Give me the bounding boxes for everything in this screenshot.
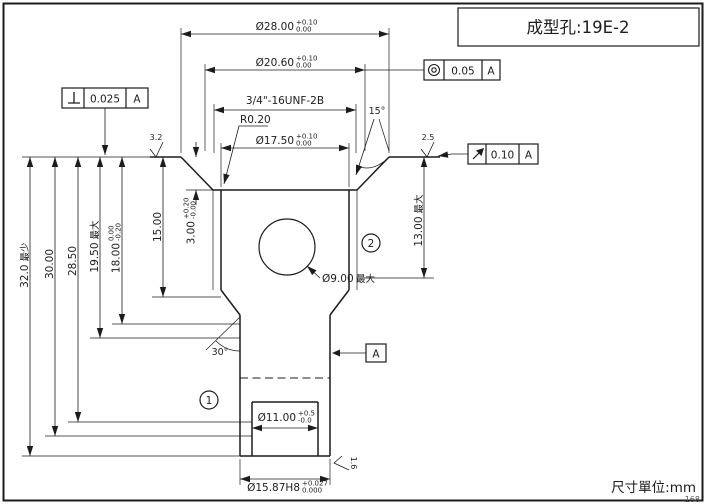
angle30-arc [215,340,241,352]
dim-v30: 30.00 [44,249,56,279]
dim-v18-label: 18.00 [111,243,123,273]
thread-lines [212,190,358,290]
dim-d175-label: Ø17.50 [256,135,294,147]
dim-v13-suffix: 最大 [413,194,425,214]
surface-finish-top-right: 2.5 [420,133,435,158]
dim-v30-label: 30.00 [44,249,56,279]
concentricity-icon [427,63,441,77]
dim-thread-label: 3/4"-16UNF-2B [246,95,324,107]
ball-dia-leader [306,265,321,279]
units-label: 尺寸單位:mm [611,480,696,496]
dim-radius-label: R0.20 [240,114,271,126]
dim-d11-tol-upper: +0.5 [298,410,315,418]
radius-leader [223,125,268,185]
angle15-line [355,118,375,176]
datum-flag-label: A [372,349,380,361]
dim-d175-tol-lower: 0.00 [296,140,312,148]
page-title: 成型孔:19E-2 [527,18,630,37]
angle-15-label: 15° [369,106,386,117]
dim-v195-suffix: 最大 [89,220,101,240]
angle-30-label: 30° [212,347,229,358]
runout-leader [437,151,468,158]
perpendicularity-icon [68,92,80,104]
surface-finish-bottom-value: 1.6 [349,457,358,470]
fcf-concentricity-datum: A [487,66,495,78]
dim-v3-label: 3.00 [186,221,198,244]
surface-finish-top-right-value: 2.5 [422,133,435,142]
dim-v13: 13.00 最大 [413,194,425,247]
ball-circle [258,218,316,276]
fcf-runout-value: 0.10 [491,150,514,162]
dim-d175-tol-upper: +0.10 [296,133,317,141]
dim-v13-label: 13.00 [413,217,425,247]
surface-finish-bottom: 1.6 [333,455,358,471]
leader-lines [101,108,468,352]
fcf-concentricity: 0.05 A [423,59,501,81]
fcf-perpendicularity: 0.025 A [61,87,149,109]
corner-note: 168 [685,495,700,504]
extension-lines [22,28,434,485]
dim-d28-tol-upper: +0.10 [296,19,317,27]
dim-d206-tol-upper: +0.10 [296,55,317,63]
angle30-line [205,316,241,351]
fcf-perpendicularity-value: 0.025 [90,94,120,106]
dimension-lines [26,30,428,483]
fcf-runout-datum: A [525,150,533,162]
angle15-arc [357,159,387,169]
callout-1-number: 1 [206,395,213,407]
runout-icon [472,148,484,160]
callout-2: 2 [361,233,381,253]
dim-d1587-tol-lower: 0.000 [302,487,322,495]
title-block-box [457,7,700,47]
dim-v18-tol-lower: -0.20 [115,223,123,241]
dim-v18-tol-upper: 0.00 [108,225,116,241]
fcf-perpendicularity-datum: A [133,94,141,106]
fcf-runout: 0.10 A [467,143,539,165]
dim-v15: 15.00 [152,212,164,242]
dim-v32-label: 32.0 [19,265,31,288]
callout-2-number: 2 [368,238,375,250]
roughness-icon [333,455,350,471]
dim-d11-label: Ø11.00 [258,412,296,424]
dim-d206-label: Ø20.60 [256,57,294,69]
dim-v285: 28.50 [67,246,79,276]
dim-v195: 19.50 最大 [89,220,101,273]
dim-d1587-label: Ø15.87H8 [247,482,300,494]
roughness-icon [149,141,164,158]
dim-v195-label: 19.50 [89,243,101,273]
dim-ball-suffix: 最大 [356,273,376,285]
dim-v3-tol-lower: -0.00 [190,201,198,219]
dim-v32: 32.0 最少 [19,242,31,288]
datum-triangle [332,349,340,357]
callout-1: 1 [199,390,219,410]
dim-d1587-tol-upper: +0.027 [302,480,328,488]
dim-d28-label: Ø28.00 [256,21,294,33]
dim-v32-suffix: 最少 [20,242,31,262]
dim-v15-label: 15.00 [152,212,164,242]
angle15-ref-line [378,118,390,152]
dim-v3: 3.00 +0.20 -0.00 [183,198,198,245]
dim-d11-tol-lower: -0.0 [298,417,312,425]
dim-v3-tol-upper: +0.20 [183,198,191,219]
datum-flag: A [332,343,387,363]
surface-finish-top-left-value: 3.2 [150,133,163,142]
fcf-concentricity-value: 0.05 [451,66,474,78]
dim-v285-label: 28.50 [67,246,79,276]
surface-finish-top-left: 3.2 [149,133,164,158]
dim-v18: 18.00 0.00 -0.20 [108,223,123,273]
dim-d28-tol-lower: 0.00 [296,26,312,34]
dim-d206-tol-lower: 0.00 [296,62,312,70]
roughness-icon [420,141,435,158]
dim-ball-label: Ø9.00 [322,273,354,285]
